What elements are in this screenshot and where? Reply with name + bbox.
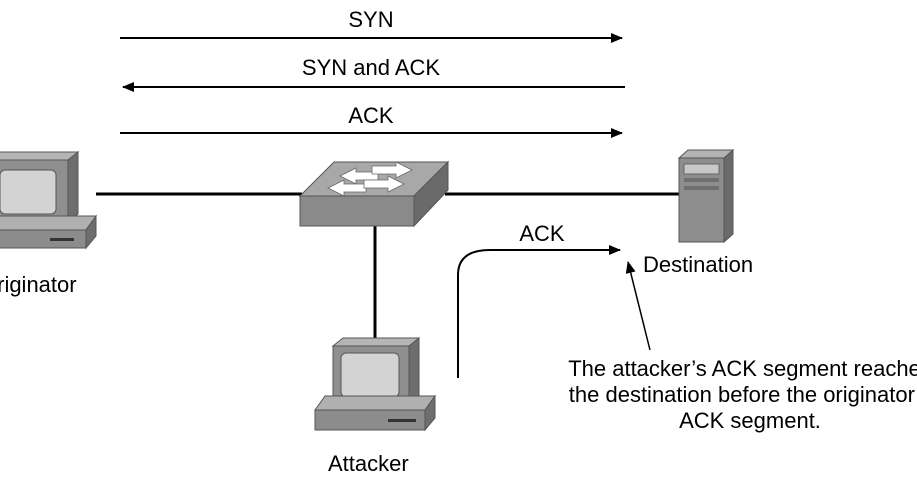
annotation-line-1: The attacker’s ACK segment reaches — [568, 356, 917, 381]
attacker-label: Attacker — [328, 451, 409, 476]
switch-icon — [298, 160, 450, 228]
attacker-ack-label: ACK — [519, 221, 565, 246]
originator-computer-icon — [0, 150, 97, 250]
syn-label: SYN — [348, 7, 394, 32]
annotation-pointer-arrow — [625, 261, 651, 351]
destination-server-icon — [677, 148, 735, 244]
ack-label: ACK — [348, 103, 394, 128]
annotation-text: The attacker’s ACK segment reaches the d… — [520, 356, 917, 434]
destination-label: Destination — [643, 252, 754, 277]
annotation-line-2: the destination before the originator’s — [568, 382, 917, 407]
originator-label: Originator — [0, 272, 77, 297]
annotation-line-3: ACK segment. — [679, 408, 821, 433]
attacker-computer-icon — [314, 336, 436, 432]
syn-ack-label: SYN and ACK — [301, 55, 441, 80]
attacker-ack-arrow — [457, 245, 621, 378]
